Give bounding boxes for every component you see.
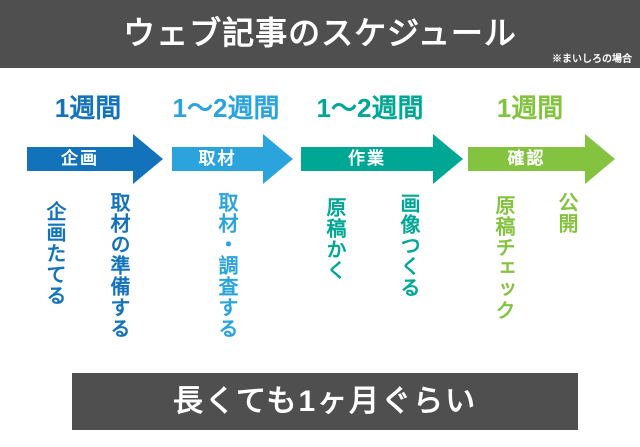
phase-4-arrowhead-icon — [585, 134, 615, 184]
task-create-images: 画像つくる — [397, 193, 419, 298]
phase-3-duration: 1〜2週間 — [316, 93, 424, 123]
task-prepare-interview: 取材の準備する — [107, 192, 129, 339]
task-publish: 公開 — [555, 192, 577, 234]
phase-3-arrowhead-icon — [433, 134, 463, 184]
attribution-note: ※まいしろの場合 — [552, 54, 632, 65]
phase-3-arrow-label: 作業 — [301, 147, 433, 171]
task-plan: 企画たてる — [43, 201, 65, 306]
summary-banner: 長くても1ヶ月ぐらい — [72, 373, 578, 430]
phase-2-arrow-label: 取材 — [172, 147, 263, 171]
phase-1-arrow-label: 企画 — [27, 147, 133, 171]
phase-1-arrowhead-icon — [133, 134, 163, 184]
phase-1-duration: 1週間 — [54, 93, 122, 123]
task-interview-research: 取材・調査する — [215, 192, 237, 339]
task-check-draft: 原稿チェック — [492, 195, 514, 321]
task-write-draft: 原稿かく — [323, 197, 345, 281]
page-title: ウェブ記事のスケジュール — [123, 15, 517, 51]
phase-4-duration: 1週間 — [496, 93, 564, 123]
phase-2-duration: 1〜2週間 — [172, 93, 280, 123]
phase-2-arrowhead-icon — [263, 134, 293, 184]
header-bar: ウェブ記事のスケジュール ※まいしろの場合 — [0, 0, 640, 68]
phase-4-arrow-label: 確認 — [468, 147, 585, 171]
